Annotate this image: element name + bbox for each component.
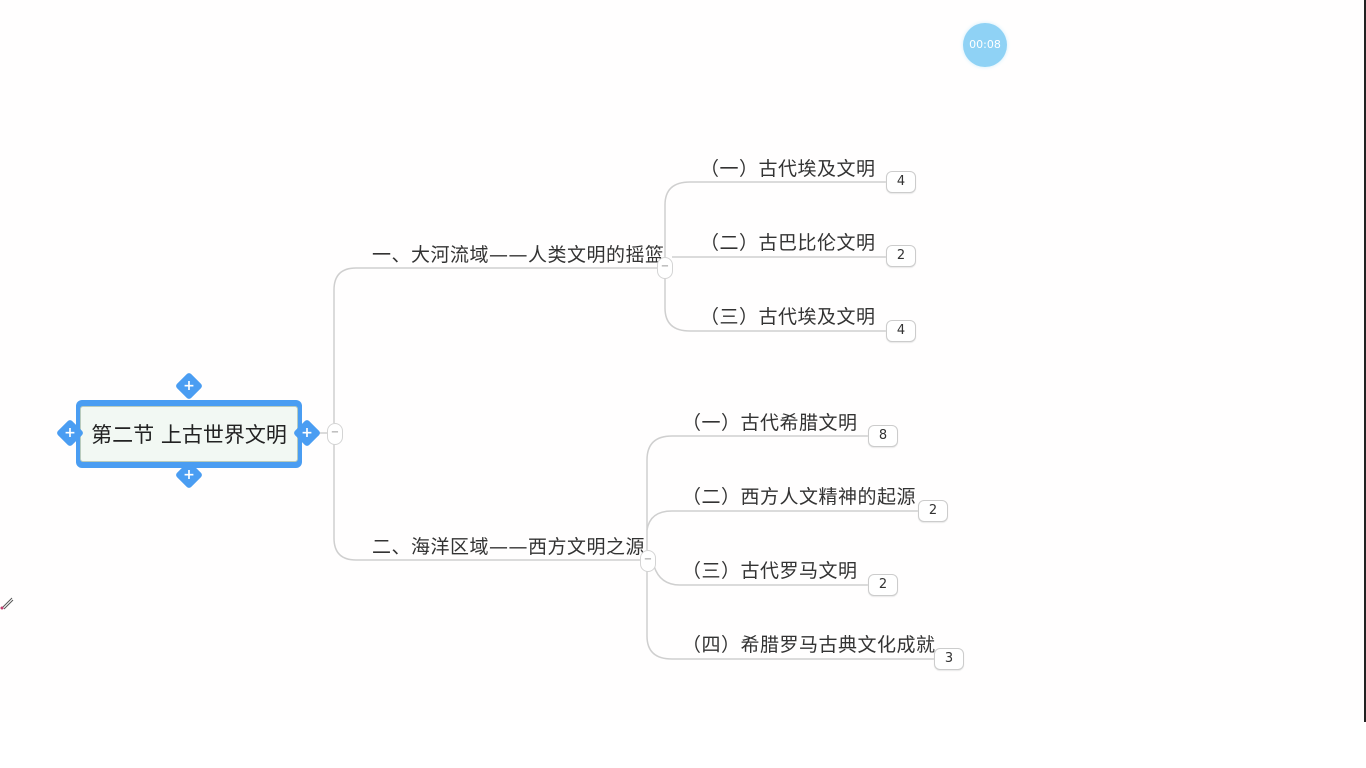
pencil-icon [0, 597, 14, 610]
timer-badge: 00:08 [963, 23, 1007, 67]
window-edge [1364, 0, 1366, 722]
branch-1-child-2[interactable]: （二）古巴比伦文明 [700, 232, 876, 254]
collapse-branch-2-toggle[interactable]: − [640, 550, 656, 572]
add-left-handle[interactable]: + [55, 418, 85, 448]
plus-icon: + [183, 378, 195, 394]
plus-icon: + [183, 467, 195, 483]
child-count-badge[interactable]: 2 [868, 574, 898, 596]
child-count-badge[interactable]: 2 [886, 245, 916, 267]
child-count-badge[interactable]: 8 [868, 425, 898, 447]
child-count-badge[interactable]: 4 [886, 320, 916, 342]
plus-icon: + [64, 425, 76, 441]
child-count-badge[interactable]: 2 [918, 500, 948, 522]
root-node-title[interactable]: 第二节 上古世界文明 [80, 406, 298, 462]
collapse-branch-1-toggle[interactable]: − [657, 257, 673, 279]
child-count-badge[interactable]: 4 [886, 171, 916, 193]
collapse-root-toggle[interactable]: − [327, 423, 343, 445]
child-count-badge[interactable]: 3 [934, 648, 964, 670]
branch-1-title[interactable]: 一、大河流域——人类文明的摇篮 [372, 244, 665, 266]
branch-1-child-1[interactable]: （一）古代埃及文明 [700, 158, 876, 180]
add-top-handle[interactable]: + [174, 371, 204, 401]
branch-2-child-2[interactable]: （二）西方人文精神的起源 [682, 486, 917, 508]
add-bottom-handle[interactable]: + [174, 460, 204, 490]
branch-2-child-1[interactable]: （一）古代希腊文明 [682, 412, 858, 434]
root-node[interactable]: 第二节 上古世界文明 [76, 400, 302, 468]
branch-2-child-3[interactable]: （三）古代罗马文明 [682, 560, 858, 582]
branch-2-child-4[interactable]: （四）希腊罗马古典文化成就 [682, 634, 936, 656]
add-right-handle[interactable]: + [292, 418, 322, 448]
plus-icon: + [301, 425, 313, 441]
branch-1-child-3[interactable]: （三）古代埃及文明 [700, 306, 876, 328]
mindmap-canvas[interactable] [0, 0, 1364, 720]
branch-2-title[interactable]: 二、海洋区域——西方文明之源 [372, 536, 646, 558]
